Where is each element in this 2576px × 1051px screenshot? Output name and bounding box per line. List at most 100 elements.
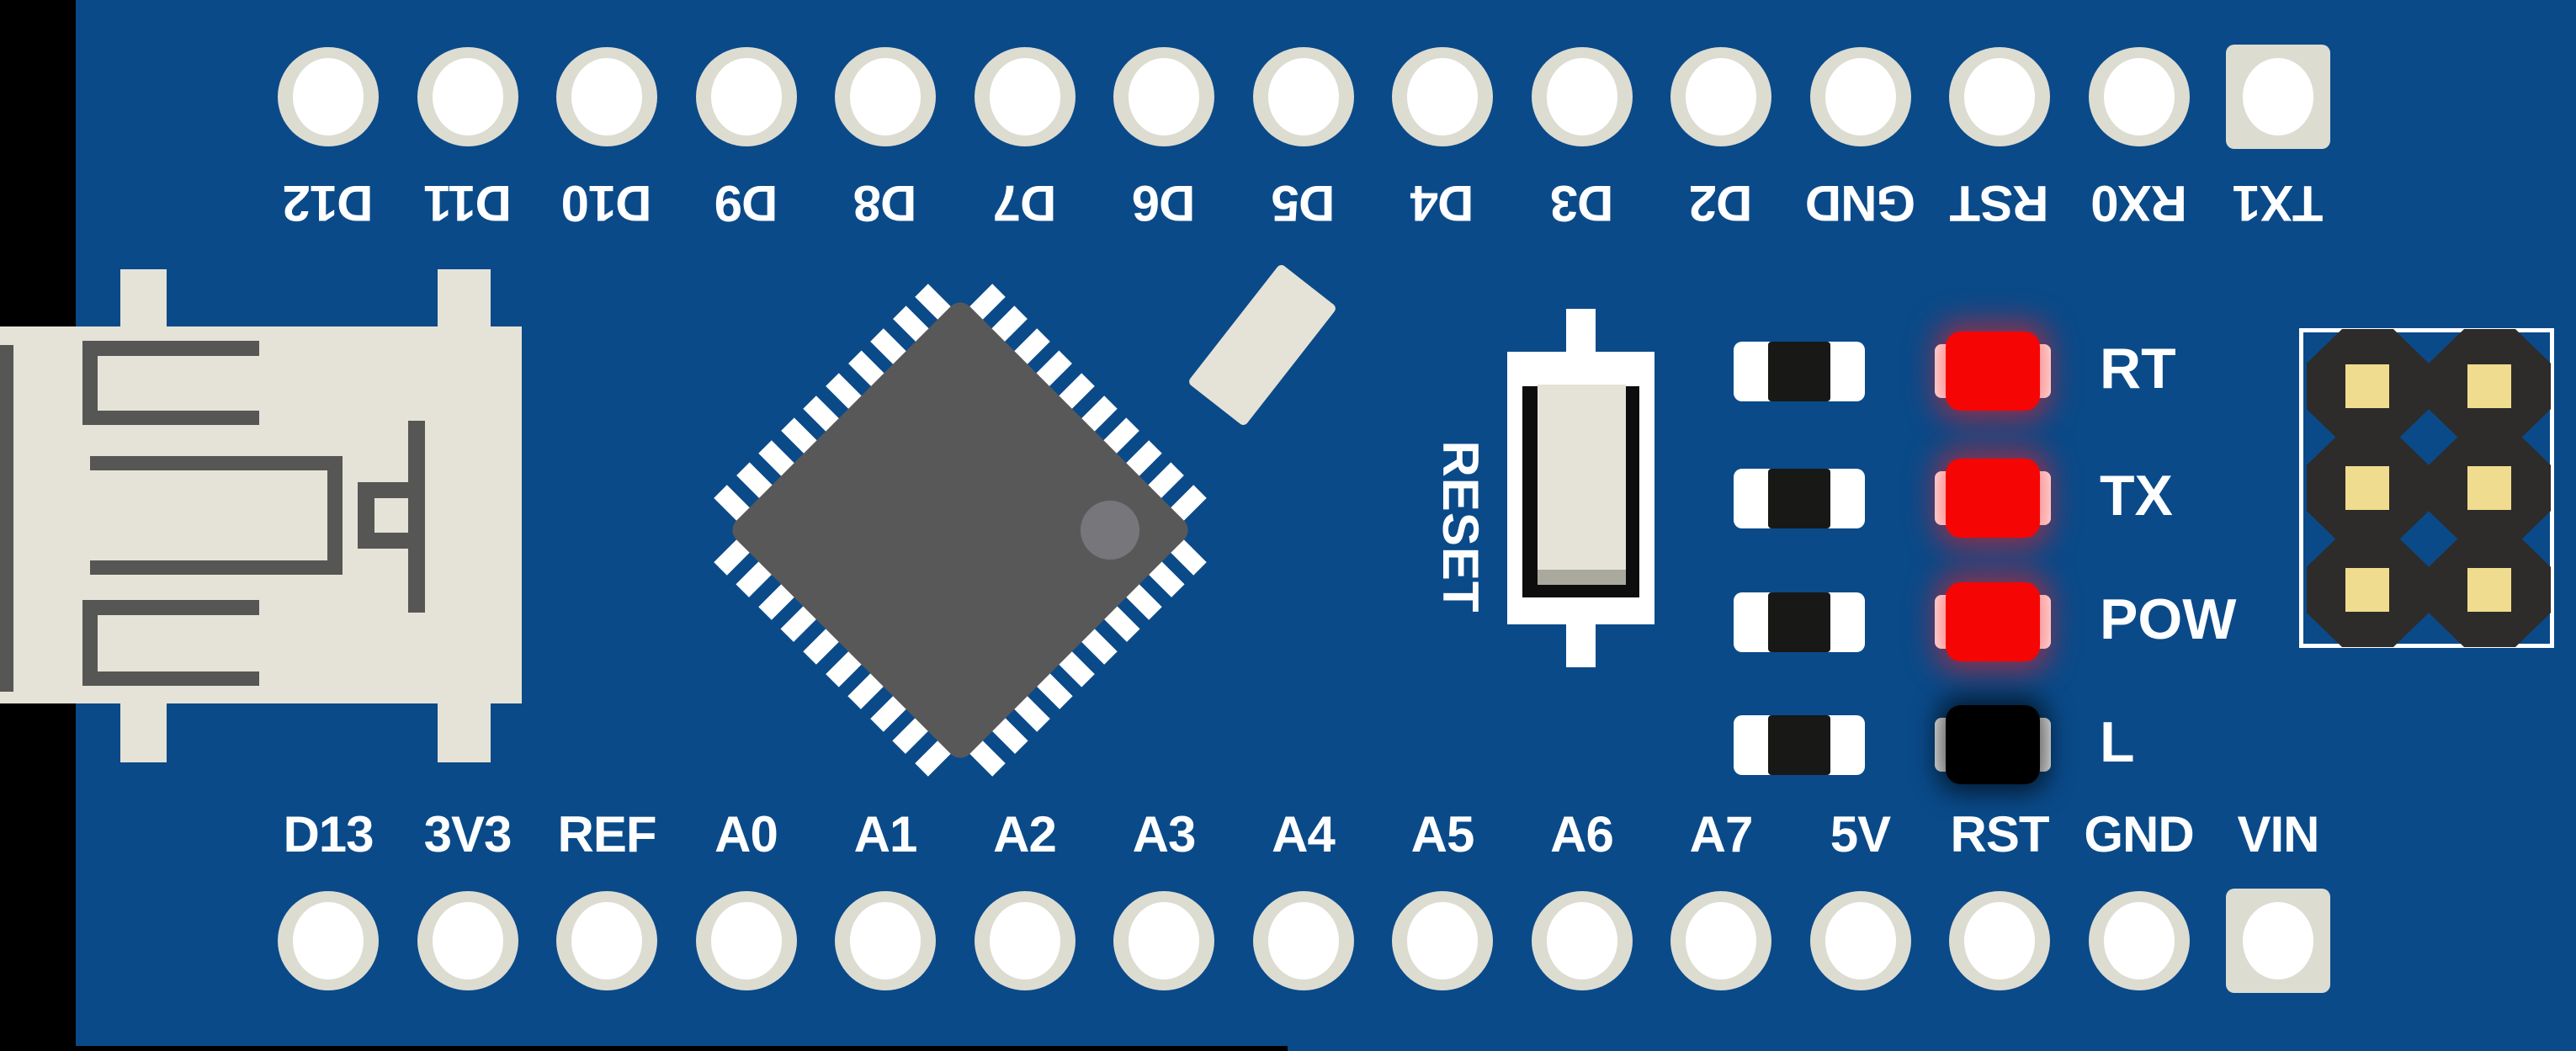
usb-contact bbox=[408, 421, 425, 613]
board-edge-bottom bbox=[0, 1046, 1288, 1051]
pin-hole-center bbox=[989, 902, 1060, 979]
pin-hole-A0 bbox=[695, 891, 797, 990]
smd-resistor bbox=[1734, 469, 1865, 528]
led-TX bbox=[1946, 459, 2040, 538]
pin-hole-A7 bbox=[1670, 891, 1771, 990]
usb-contact bbox=[358, 482, 374, 549]
pin-label-D4: D4 bbox=[1410, 175, 1474, 231]
pin-label-GND: GND bbox=[2084, 806, 2194, 863]
usb-contact bbox=[82, 671, 259, 686]
icsp-header bbox=[2299, 328, 2554, 648]
usb-mount-tab bbox=[438, 269, 491, 328]
smd-resistor-body bbox=[1768, 469, 1830, 528]
pin-label-GND: GND bbox=[1805, 175, 1915, 231]
icsp-pad-contact bbox=[2345, 568, 2389, 612]
pin-hole-D2 bbox=[1670, 47, 1771, 146]
usb-mount-tab bbox=[120, 269, 167, 328]
pin-hole-center bbox=[1686, 58, 1756, 135]
pin-hole-5V bbox=[1809, 891, 1911, 990]
pin-hole-center bbox=[2243, 58, 2313, 135]
pin-hole-center bbox=[1267, 902, 1339, 979]
pin-label-D2: D2 bbox=[1689, 175, 1753, 231]
pin-hole-D13 bbox=[278, 891, 379, 990]
solder-pad-VIN bbox=[2226, 889, 2330, 993]
pin-hole-RX0 bbox=[2088, 47, 2190, 146]
chip-pin1-dot bbox=[1081, 501, 1139, 560]
pin-hole-center bbox=[850, 902, 921, 979]
pin-label-D5: D5 bbox=[1272, 175, 1335, 231]
pin-label-TX1: TX1 bbox=[2233, 175, 2324, 231]
led-L bbox=[1946, 705, 2040, 784]
pin-hole-center bbox=[1964, 58, 2035, 135]
solder-pad-TX1 bbox=[2226, 45, 2330, 149]
pin-label-3V3: 3V3 bbox=[423, 806, 513, 863]
smd-resistor bbox=[1734, 592, 1865, 652]
pin-label-D6: D6 bbox=[1132, 175, 1196, 231]
pin-hole-center bbox=[432, 902, 503, 979]
icsp-pad-contact bbox=[2345, 364, 2389, 408]
pin-label-D7: D7 bbox=[993, 175, 1056, 231]
pin-hole-D6 bbox=[1113, 47, 1214, 146]
pin-hole-REF bbox=[556, 891, 657, 990]
icsp-pad-contact bbox=[2467, 466, 2511, 510]
pin-label-A4: A4 bbox=[1272, 806, 1336, 863]
usb-contact bbox=[358, 482, 425, 498]
reset-button[interactable] bbox=[1507, 309, 1654, 667]
usb-contact bbox=[90, 456, 343, 470]
pin-hole-GND bbox=[2088, 891, 2190, 990]
pin-label-D11: D11 bbox=[423, 175, 512, 231]
pin-hole-center bbox=[432, 58, 503, 135]
pin-hole-A3 bbox=[1113, 891, 1214, 990]
pin-label-A7: A7 bbox=[1689, 806, 1754, 863]
pin-hole-center bbox=[293, 902, 364, 979]
smd-resistor-body bbox=[1768, 342, 1830, 401]
pin-hole-3V3 bbox=[417, 891, 518, 990]
reset-button-lead bbox=[1566, 309, 1596, 353]
usb-contact bbox=[90, 560, 343, 575]
usb-contact bbox=[82, 600, 259, 615]
pin-hole-center bbox=[1824, 58, 1896, 135]
pin-hole-center bbox=[1129, 902, 1199, 979]
pin-hole-D10 bbox=[556, 47, 657, 146]
usb-mount-tab bbox=[120, 703, 167, 762]
reset-button-lead bbox=[1566, 624, 1596, 667]
led-label-TX: TX bbox=[2100, 463, 2173, 528]
pin-label-A1: A1 bbox=[853, 806, 918, 863]
pin-hole-center bbox=[1129, 58, 1199, 135]
icsp-pad-contact bbox=[2345, 466, 2389, 510]
pin-label-D13: D13 bbox=[283, 806, 374, 863]
reset-button-cap bbox=[1538, 385, 1626, 570]
pin-hole-D12 bbox=[278, 47, 379, 146]
reset-button-cap-edge bbox=[1538, 570, 1626, 585]
led-POW bbox=[1946, 582, 2040, 661]
reset-label: RESET bbox=[1432, 440, 1489, 613]
pin-hole-D8 bbox=[835, 47, 936, 146]
pin-hole-center bbox=[1546, 58, 1617, 135]
pin-label-A6: A6 bbox=[1550, 806, 1614, 863]
pin-hole-center bbox=[1407, 58, 1478, 135]
pin-hole-center bbox=[1964, 902, 2035, 979]
pin-label-A3: A3 bbox=[1132, 806, 1197, 863]
pin-label-VIN: VIN bbox=[2237, 806, 2319, 863]
pin-hole-D4 bbox=[1392, 47, 1493, 146]
usb-front-edge bbox=[0, 345, 13, 692]
smd-resistor bbox=[1734, 715, 1865, 775]
usb-contact bbox=[327, 456, 343, 575]
pin-hole-center bbox=[2103, 902, 2175, 979]
pin-hole-center bbox=[293, 58, 364, 135]
pin-hole-center bbox=[1824, 902, 1896, 979]
pin-hole-center bbox=[2243, 902, 2313, 979]
pin-hole-center bbox=[710, 902, 782, 979]
pin-label-D3: D3 bbox=[1550, 175, 1613, 231]
usb-contact bbox=[82, 341, 98, 425]
pin-hole-A6 bbox=[1531, 891, 1633, 990]
pin-hole-A4 bbox=[1252, 891, 1354, 990]
smd-resistor bbox=[1734, 342, 1865, 401]
pin-label-RX0: RX0 bbox=[2090, 175, 2187, 231]
pin-label-D10: D10 bbox=[561, 175, 652, 231]
pin-label-A5: A5 bbox=[1410, 806, 1475, 863]
led-label-L: L bbox=[2100, 709, 2135, 774]
pin-hole-center bbox=[1546, 902, 1617, 979]
pin-hole-center bbox=[571, 902, 642, 979]
